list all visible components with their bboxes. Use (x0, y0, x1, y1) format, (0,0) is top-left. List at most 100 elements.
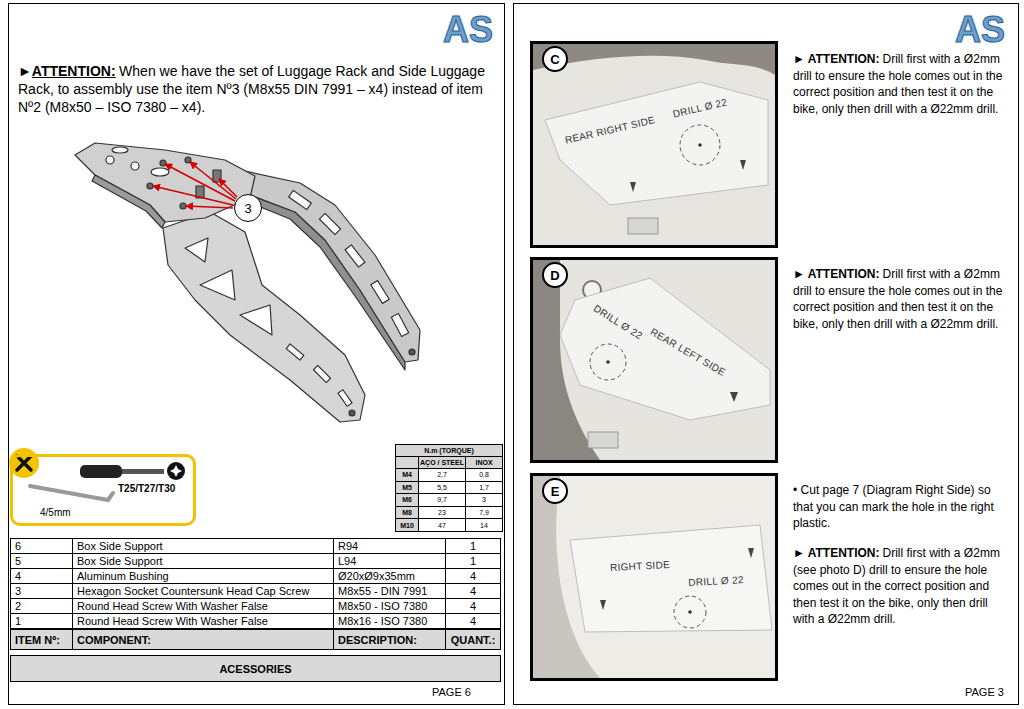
table-cell: 1 (10, 613, 73, 629)
node-text: DRILL Ø 22 (672, 96, 728, 119)
node-text: C (544, 48, 566, 70)
table-cell: 2,7 (418, 468, 466, 482)
node-text: DRILL Ø 22 (688, 574, 744, 588)
callout-letter: E (542, 478, 568, 504)
table-cell: 0,8 (465, 468, 503, 482)
node-text: 3 (235, 195, 261, 221)
art-rect (289, 190, 312, 209)
art-circle (606, 360, 610, 364)
node-text: RIGHT SIDE (610, 559, 671, 573)
art-rect (345, 245, 365, 267)
photo-frame: REAR RIGHT SIDEDRILL Ø 22C (530, 41, 778, 248)
art-rect (122, 469, 164, 474)
art-circle (590, 344, 626, 380)
table-cell: M8x50 - ISO 7380 (333, 598, 446, 614)
table-cell: M6 (395, 493, 419, 507)
art-circle (698, 143, 702, 147)
note-text: • Cut page 7 (Diagram Right Side) so tha… (793, 483, 994, 530)
art-ellipse (112, 147, 128, 153)
art-circle (160, 160, 166, 166)
table-cell: Aluminum Bushing (72, 568, 334, 584)
art-polygon (200, 270, 235, 300)
table-cell: 5 (10, 553, 73, 569)
art-circle (688, 610, 692, 614)
table-cell: Box Side Support (72, 538, 334, 554)
table-cell: 14 (465, 518, 503, 532)
art-line (153, 186, 233, 205)
art-path (556, 476, 775, 678)
table-cell: 3 (465, 493, 503, 507)
table-cell: M8x55 - DIN 7991 (333, 583, 446, 599)
art-ellipse (151, 168, 169, 176)
art-circle (349, 410, 355, 416)
art-line (186, 206, 233, 208)
art-rect (628, 218, 658, 234)
art-polygon (92, 175, 165, 228)
callout-letter: C (542, 46, 568, 72)
page-number: PAGE 6 (432, 686, 471, 698)
table-cell: 23 (418, 506, 466, 520)
art-path (560, 260, 775, 460)
table-cell: M8 (395, 506, 419, 520)
art-polygon (730, 392, 738, 402)
brand-logo: AS (944, 8, 1016, 52)
art-g (153, 162, 237, 208)
table-header: ITEM Nº: (10, 629, 73, 650)
note-marker: ► (18, 63, 32, 79)
art-polygon (240, 170, 420, 362)
art-g (75, 143, 420, 422)
brand-logo: AS (432, 8, 504, 52)
art-polygon (740, 160, 746, 170)
note-heading: ATTENTION: (32, 63, 116, 79)
node-text: DRILL Ø 22 (592, 303, 645, 342)
art-circle (180, 203, 186, 209)
table-header: DESCRIPTION: (333, 629, 446, 650)
table-cell: 1,7 (465, 481, 503, 495)
art-polygon (600, 600, 606, 610)
art-path (17, 456, 31, 470)
art-rect (319, 213, 340, 234)
note-paragraph: ► ATTENTION:Drill first with a Ø2mm dril… (793, 51, 1008, 117)
node-text: REAR LEFT SIDE (648, 326, 727, 378)
art-polygon (748, 548, 754, 558)
art-circle (409, 349, 415, 355)
tool-box: T25/T27/T304/5mm (10, 454, 196, 526)
art-rect (286, 344, 304, 360)
art-rect (533, 476, 775, 678)
art-rect (371, 281, 389, 304)
note-paragraph: • Cut page 7 (Diagram Right Side) so tha… (793, 482, 1008, 532)
art-polygon (560, 278, 770, 420)
art-path (533, 56, 775, 245)
table-header: COMPONENT: (72, 629, 334, 650)
table-cell: 4 (445, 598, 501, 614)
node-text: D (544, 264, 566, 286)
art-circle (147, 183, 153, 189)
table-header: QUANT.: (445, 629, 501, 650)
art-circle (674, 596, 706, 628)
art-path (30, 486, 113, 500)
art-rect (391, 313, 408, 336)
art-rect (588, 432, 618, 448)
table-cell: 5,5 (418, 481, 466, 495)
art-line (219, 179, 237, 197)
art-circle (9, 448, 39, 478)
note-heading: ► ATTENTION: (793, 267, 880, 281)
table-cell: 47 (418, 518, 466, 532)
art-polygon (185, 238, 208, 262)
art-circle (680, 125, 720, 165)
table-cell: M10 (395, 518, 419, 532)
art-line (190, 162, 236, 199)
photo-frame: RIGHT SIDE DRILL Ø 22 E (530, 473, 778, 681)
note-paragraph: ► ATTENTION:Drill first with a Ø2mm dril… (793, 266, 1008, 332)
art-rect (80, 465, 122, 478)
art-rect (533, 260, 775, 460)
art-rect (314, 366, 331, 383)
table-cell: M4 (395, 468, 419, 482)
table-cell: Box Side Support (72, 553, 334, 569)
callout-number: 3 (234, 194, 262, 222)
table-cell: R94 (333, 538, 446, 554)
table-cell: Round Head Screw With Washer False (72, 613, 334, 629)
table-cell: 4 (445, 583, 501, 599)
table-cell: 9,7 (418, 493, 466, 507)
